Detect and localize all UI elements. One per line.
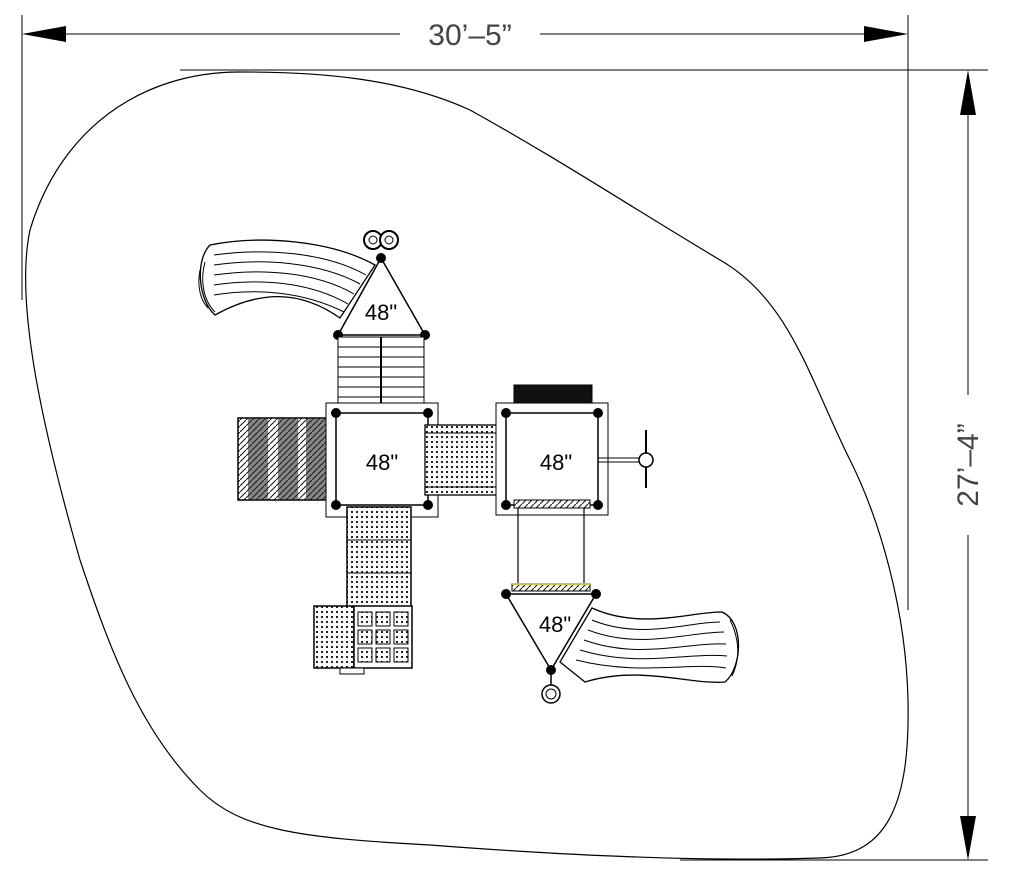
step-climber: [337, 336, 425, 406]
bridge: [424, 424, 508, 496]
arrow-right-icon: [864, 26, 908, 42]
ring-icon: [541, 672, 561, 704]
use-zone-boundary: [25, 71, 909, 860]
deck-top-triangle-label: 48": [365, 300, 397, 325]
ramp: [346, 506, 412, 608]
deck-bottom-triangle-label: 48": [539, 612, 571, 637]
arrow-up-icon: [960, 70, 976, 115]
width-dimension-label: 30’–5”: [428, 19, 511, 52]
height-dimension-label: 27’–4”: [952, 423, 985, 506]
slide-bottom-right: [559, 607, 740, 683]
deck-right-square-label: 48": [540, 450, 572, 475]
steering-wheel-icon: [598, 430, 654, 488]
deck-right-square: 48": [495, 402, 609, 516]
connector-link: [511, 508, 591, 592]
deck-bottom-triangle: 48": [501, 589, 601, 675]
binoculars-icon: [363, 230, 399, 250]
deck-top-triangle: 48": [333, 253, 430, 340]
deck-left-square-label: 48": [366, 450, 398, 475]
width-dimension: 30’–5”: [21, 15, 909, 610]
arrow-left-icon: [22, 26, 66, 42]
climbing-wall: [237, 417, 331, 501]
deck-left-square: 48": [325, 402, 439, 518]
height-dimension: 27’–4”: [180, 69, 988, 861]
transfer-station: [313, 605, 413, 675]
arrow-down-icon: [960, 816, 976, 860]
slide-top-left: [198, 239, 376, 319]
